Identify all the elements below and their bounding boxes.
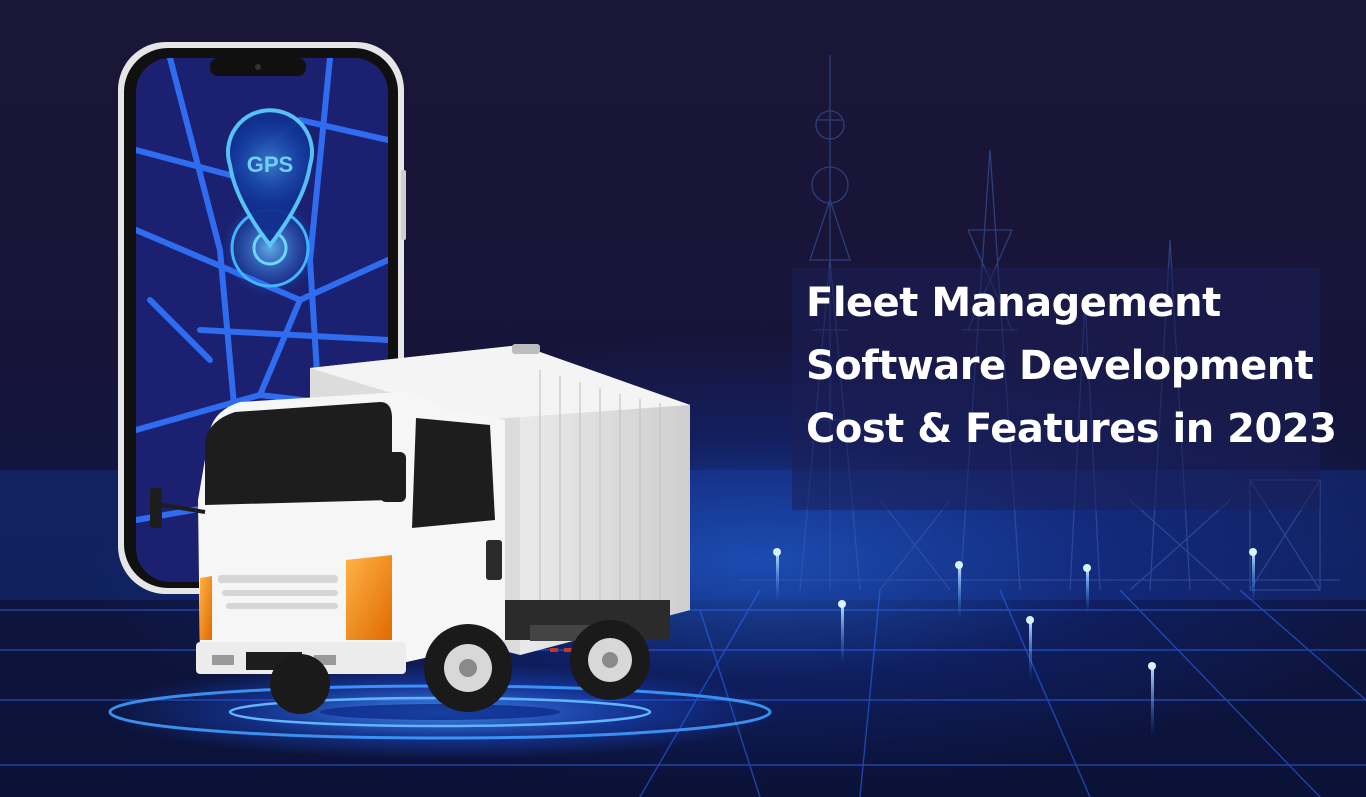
headline-panel bbox=[792, 268, 1320, 510]
gps-pin-icon: GPS bbox=[222, 108, 318, 296]
headline-line-1: Fleet Management bbox=[806, 280, 1221, 326]
headline-line-2: Software Development bbox=[806, 343, 1314, 389]
delivery-truck bbox=[150, 344, 690, 714]
headline-line-3: Cost & Features in 2023 bbox=[806, 406, 1337, 452]
headline: Fleet Management Software Development Co… bbox=[806, 272, 1346, 461]
light-beams bbox=[773, 548, 1257, 736]
gps-pin-label: GPS bbox=[247, 152, 293, 177]
